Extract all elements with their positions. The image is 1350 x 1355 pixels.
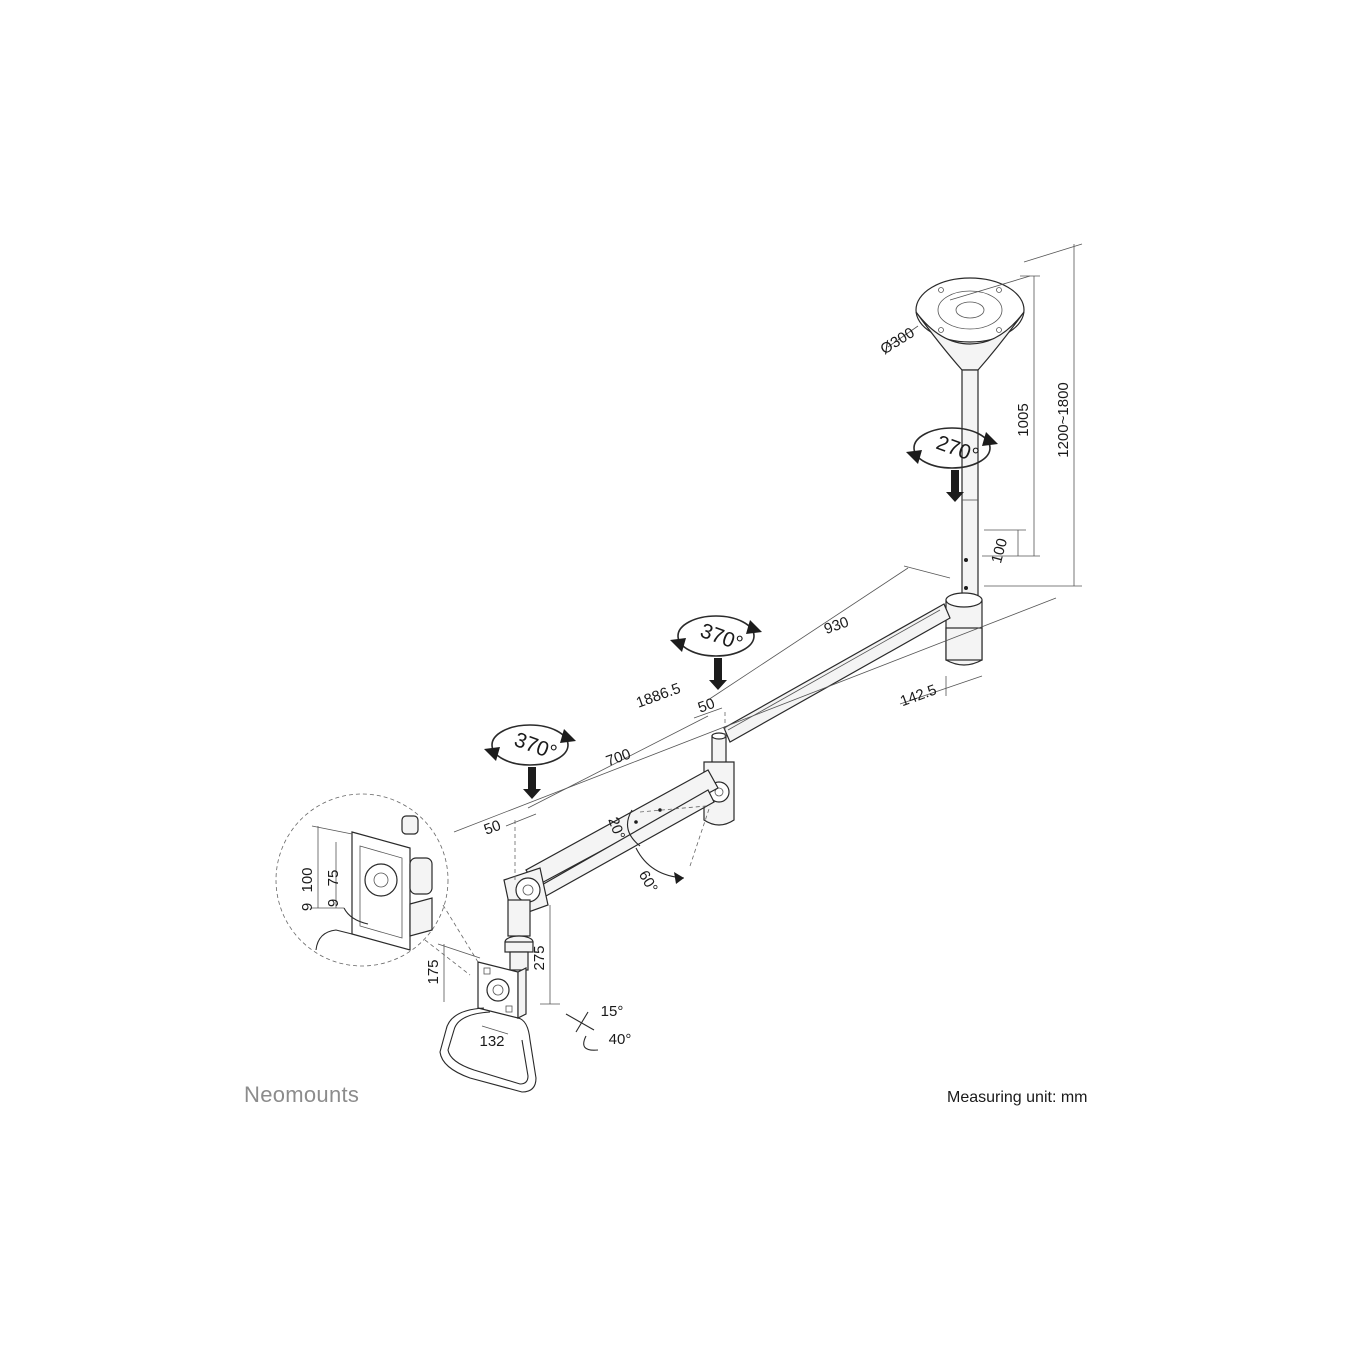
- head-joint: [503, 867, 549, 971]
- dim-total-height-label: 1200~1800: [1055, 382, 1072, 458]
- dim-detail-outer-label: 100: [299, 867, 316, 892]
- rotation-head-label: 370°: [511, 728, 560, 764]
- dim-offset-head-label: 50: [482, 817, 503, 839]
- vesa-plate: [477, 961, 527, 1019]
- dim-head: [437, 905, 560, 1035]
- dim-arm-total-label: 1886.5: [634, 680, 683, 712]
- angle-swivel-label: 15°: [601, 1003, 624, 1020]
- rotation-badge-head: [484, 724, 576, 799]
- dim-height-adjust-label: 100: [988, 537, 1011, 566]
- dim-offset-elbow-label: 50: [696, 695, 717, 717]
- dim-detail-depth-a-label: 9: [299, 903, 316, 911]
- rotation-elbow-label: 370°: [697, 619, 746, 655]
- dim-vesa-width-label: 132: [479, 1033, 504, 1050]
- rotation-badge-pole: [906, 427, 998, 502]
- dim-vertical: [982, 243, 1083, 587]
- brand-logo: Neomounts: [244, 1082, 359, 1107]
- dim-detail: [311, 825, 353, 909]
- dim-plate-diameter-label: Ø300: [878, 324, 918, 358]
- dim-arm-long-label: 930: [822, 614, 851, 639]
- measuring-unit-label: Measuring unit: mm: [947, 1089, 1088, 1106]
- ceiling-plate: [915, 277, 1025, 371]
- dim-offset-base-label: 142.5: [898, 681, 939, 710]
- dim-detail-inner-label: 75: [325, 870, 342, 887]
- detail-callout: [275, 793, 479, 976]
- base-joint: [945, 592, 983, 666]
- dim-head-drop-label: 275: [531, 945, 548, 970]
- angle-rotate-label: 40°: [609, 1031, 632, 1048]
- monitor-handle: [439, 1007, 537, 1093]
- dim-vesa-height-label: 175: [425, 959, 442, 984]
- dim-detail-depth-b-label: 9: [325, 899, 342, 907]
- angle-arcs: [565, 805, 711, 1051]
- long-arm: [723, 603, 951, 743]
- dim-short-arm: [505, 707, 726, 880]
- angle-tilt-up-label: 20°: [604, 815, 628, 842]
- dim-arm-short-label: 700: [604, 746, 633, 771]
- dim-pole-length-label: 1005: [1015, 403, 1032, 436]
- dim-arm-length: [453, 565, 1057, 833]
- angle-tilt-down-label: 60°: [635, 868, 661, 896]
- dim-plate-diameter: [887, 275, 1031, 348]
- rotation-badge-elbow: [670, 615, 762, 690]
- ceiling-pole: [961, 369, 979, 601]
